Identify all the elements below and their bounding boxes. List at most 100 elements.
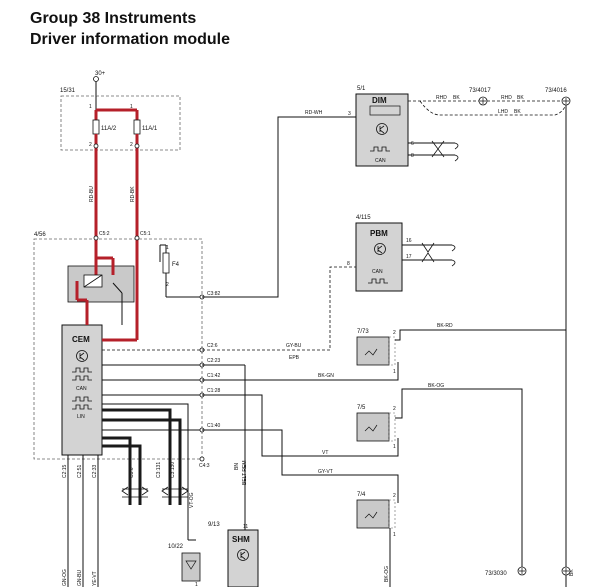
wire-bk-gn-label: BK-GN <box>318 373 334 379</box>
cem-can-label: CAN <box>76 386 87 392</box>
heavy-wire-1 <box>102 408 172 455</box>
dim-pin-3: 3 <box>348 111 351 117</box>
wire-rd-wh-label: RD-WH <box>305 110 323 116</box>
wire-bk-og-label: BK-OG <box>428 383 444 389</box>
switch-7-4-pin-2: 2 <box>393 493 396 499</box>
title-module: Driver information module <box>30 31 231 48</box>
display-icon <box>369 105 401 116</box>
switch-7-4-box <box>356 499 390 529</box>
ground-73-4016-cross <box>563 98 569 104</box>
dim-transistor-glyph <box>379 125 385 134</box>
wire-gy-vt <box>202 429 399 503</box>
cem-transistor-glyph <box>79 352 85 361</box>
ground-73-4016-id: 73/4016 <box>545 88 567 94</box>
fuse-a-terminal <box>93 143 99 149</box>
cem-transistor-icon <box>76 350 88 362</box>
rhd-label-1: RHD <box>436 95 447 101</box>
wire-rd-bu-label: RD-BU <box>89 186 95 202</box>
pbm-pin-16: 16 <box>406 238 412 244</box>
fuse-a-symbol <box>92 119 100 135</box>
wire-gn-bu-label: GN-BU <box>77 570 83 587</box>
pbm-transistor-glyph <box>377 245 383 254</box>
ground-bk-cross <box>563 568 569 574</box>
conn-c43-terminal <box>199 456 205 462</box>
fuse-a-pin-1: 1 <box>89 104 92 110</box>
heavy-wire-3 <box>102 436 132 455</box>
cem-lin-icon-2 <box>72 404 92 410</box>
ground-73-4017-id: 73/4017 <box>469 88 491 94</box>
fuse-a-pin-2: 2 <box>89 142 92 148</box>
pbm-can-breaks <box>451 244 456 267</box>
conn-c382-label: C3:82 <box>207 291 221 297</box>
fuse-b-pin-1: 1 <box>130 104 133 110</box>
cem-can-icon-2 <box>72 375 92 381</box>
bk-label-2: BK <box>517 95 524 101</box>
bottom-conn-3: C3:6 <box>129 467 135 478</box>
wire-gy-bu <box>202 266 356 351</box>
conn-c26-label: C2:6 <box>207 343 218 349</box>
supply-terminal <box>93 76 99 82</box>
switch-7-5-box <box>356 412 390 442</box>
module-10-22-pin: 1 <box>195 582 198 587</box>
dim-name: DIM <box>372 96 387 105</box>
ground-73-3030-cross <box>519 568 525 574</box>
dim-pin-8: 8 <box>411 153 414 159</box>
wire-gn-og-label: GN-OG <box>62 569 68 586</box>
switch-7-73-box <box>356 336 390 366</box>
wire-vt-og-label: VT-OG <box>189 492 195 508</box>
conn-c223-label: C2:23 <box>207 358 221 364</box>
module-10-22-id: 10/22 <box>168 544 184 550</box>
pbm-name: PBM <box>370 229 388 238</box>
bottom-conn-5: C3:130 <box>170 462 176 478</box>
cem-lin-icon <box>72 396 92 402</box>
wire-bn-label: BN <box>234 463 240 470</box>
switch-7-5-icon <box>364 424 378 432</box>
ground-73-4017-cross <box>480 98 486 104</box>
relay-contact <box>112 282 123 294</box>
fuse-b-terminal <box>134 143 140 149</box>
switch-7-73-id: 7/73 <box>357 329 369 335</box>
f4-pin-2: 2 <box>166 282 169 288</box>
twisted-pair-icon-1 <box>121 486 149 498</box>
dim-transistor-icon <box>376 123 388 135</box>
switch-7-73-outline <box>388 336 396 366</box>
switch-7-4-pin-1: 1 <box>393 532 396 538</box>
pbm-block <box>355 222 403 292</box>
pbm-id: 4/115 <box>356 215 371 221</box>
switch-7-73-pin-2: 2 <box>393 330 396 336</box>
switch-7-73-icon <box>364 348 378 356</box>
fuse-group-id: 15/31 <box>60 88 76 94</box>
bk-label-3: BK <box>514 109 521 115</box>
wire-bk-og-7-4-label: BK-OG <box>384 566 390 582</box>
pbm-pin-17: 17 <box>406 254 412 260</box>
conn-c52-terminal <box>93 235 99 241</box>
switch-7-5-id: 7/5 <box>357 405 366 411</box>
bottom-conn-1: C2:51 <box>77 464 83 478</box>
f4-pin-1: 1 <box>166 245 169 251</box>
heavy-wire-4 <box>102 444 142 455</box>
fuse-box-outline <box>60 95 181 151</box>
bottom-conn-2: C2:33 <box>92 464 98 478</box>
page-title: Group 38 Instruments Driver information … <box>30 8 230 50</box>
fuse-f4-symbol <box>162 252 170 274</box>
shm-transistor-icon <box>237 549 249 561</box>
twisted-pair-icon-2 <box>161 486 189 498</box>
wire-ye-vt-label: YE-VT <box>92 571 98 586</box>
dim-twisted-pair-icon <box>431 140 445 158</box>
pbm-can-icon <box>368 278 388 284</box>
wire-vt <box>202 394 399 457</box>
dim-can-icon <box>370 146 390 152</box>
conn-c52-label: C5:2 <box>99 231 110 237</box>
ground-73-3030-id: 73/3030 <box>485 571 507 577</box>
conn-c128-label: C1:28 <box>207 388 221 394</box>
module-10-22-box <box>181 552 201 582</box>
pbm-twisted-pair-icon <box>421 242 435 263</box>
rhd-label-2: RHD <box>501 95 512 101</box>
shm-block <box>227 529 259 587</box>
switch-7-4-outline <box>388 499 396 529</box>
pbm-transistor-icon <box>374 243 386 255</box>
lhd-ground-wire <box>419 100 567 116</box>
dim-pin-6: 6 <box>411 141 414 147</box>
fuse-f4-label: F4 <box>172 262 180 268</box>
